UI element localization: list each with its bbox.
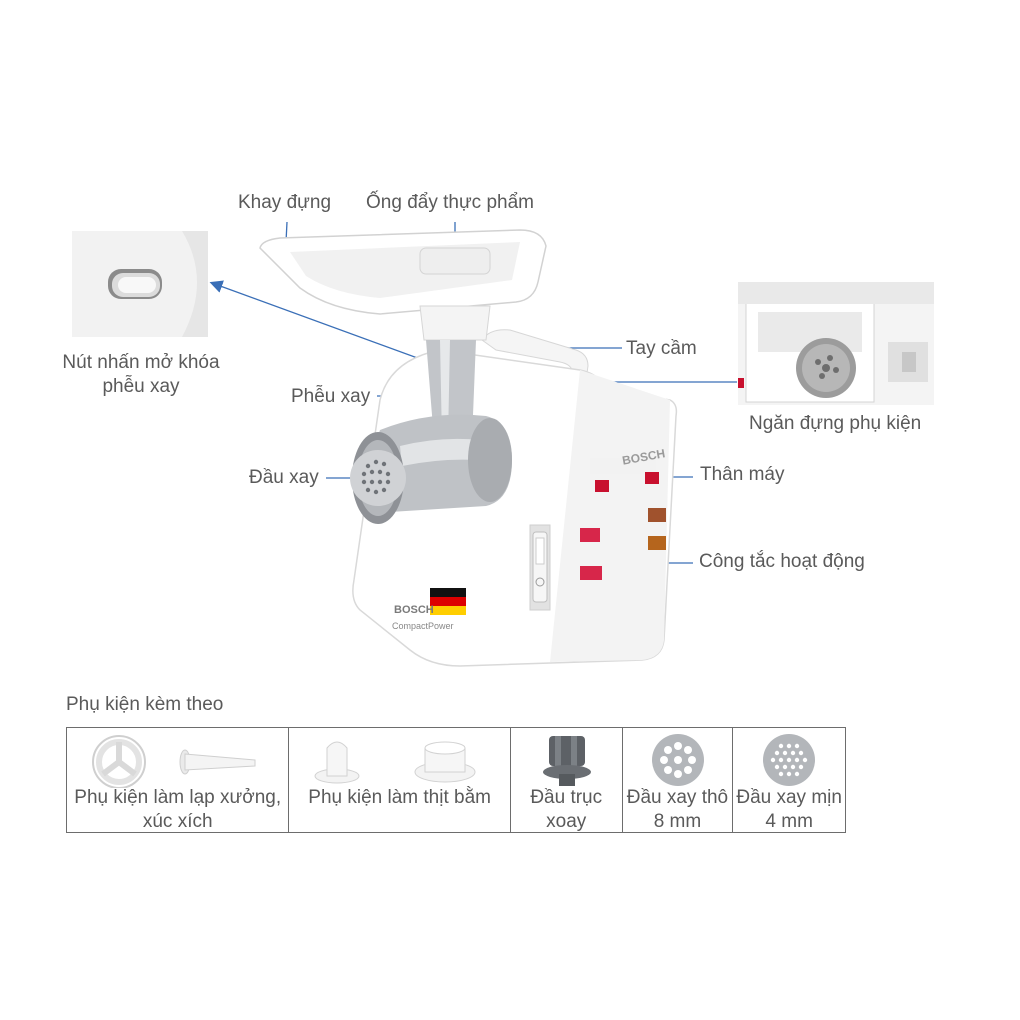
accessory-sausage-label: Phụ kiện làm lạp xưởng, xúc xích: [67, 786, 288, 834]
accessory-coarse-line2: 8 mm: [653, 811, 702, 832]
label-unlock-line1: Nút nhấn mở khóa: [62, 352, 220, 373]
accessory-fine-plate-label: Đầu xay mịn 4 mm: [733, 786, 845, 834]
sausage-attachment-icon: [92, 735, 256, 788]
accessories-title: Phụ kiện kèm theo: [66, 694, 224, 715]
label-accessory-compartment: Ngăn đựng phụ kiện: [749, 413, 922, 434]
kebbe-attachment-icon: [314, 741, 476, 784]
accessory-sausage: Phụ kiện làm lạp xưởng, xúc xích: [67, 728, 290, 834]
accessory-kebbe-line1: Phụ kiện làm thịt bằm: [308, 787, 491, 808]
accessory-coarse-line1: Đầu xay thô: [626, 787, 729, 808]
accessory-shaft-label: Đầu trục xoay: [511, 786, 622, 834]
label-grinder-head: Đầu xay: [249, 467, 319, 488]
accessory-compartment-icon: [738, 282, 934, 405]
accessory-shaft-line2: xoay: [546, 811, 587, 832]
model-name: CompactPower: [392, 621, 454, 631]
side-brand-logo: BOSCH: [394, 604, 434, 616]
unlock-button-photo: [72, 231, 208, 337]
shaft-head-icon: [542, 736, 591, 786]
label-handle: Tay cầm: [626, 338, 697, 359]
accessory-coarse-plate: Đầu xay thô 8 mm: [623, 728, 734, 832]
label-unlock-button: Nút nhấn mở khóa phễu xay: [42, 351, 240, 399]
coarse-plate-icon: [651, 734, 704, 786]
label-machine-body: Thân máy: [700, 464, 785, 485]
unlock-button-icon: [72, 231, 208, 337]
accessory-compartment-photo: [738, 282, 934, 405]
accessory-coarse-plate-label: Đầu xay thô 8 mm: [623, 786, 733, 834]
fine-plate-icon: [763, 734, 816, 786]
label-power-switch: Công tắc hoạt động: [699, 551, 865, 572]
meat-grinder-illustration: [259, 229, 678, 667]
label-tray: Khay đựng: [238, 192, 332, 213]
accessory-fine-line2: 4 mm: [765, 811, 813, 832]
accessory-shaft-line1: Đầu trục: [530, 787, 603, 808]
accessory-sausage-line2: xúc xích: [142, 811, 213, 832]
label-unlock-line2: phễu xay: [102, 376, 180, 397]
accessory-sausage-line1: Phụ kiện làm lạp xưởng,: [74, 787, 282, 808]
label-feed-tube: Phễu xay: [291, 386, 371, 407]
accessory-fine-line1: Đầu xay mịn: [736, 787, 842, 808]
accessories-table: Phụ kiện làm lạp xưởng, xúc xích Phụ kiệ…: [66, 727, 846, 833]
accessory-kebbe-label: Phụ kiện làm thịt bằm: [289, 786, 509, 810]
accessory-fine-plate: Đầu xay mịn 4 mm: [733, 728, 845, 832]
accessory-kebbe: Phụ kiện làm thịt bằm: [289, 728, 511, 832]
accessory-shaft: Đầu trục xoay: [511, 728, 623, 832]
label-food-pusher: Ống đẩy thực phẩm: [366, 192, 534, 213]
